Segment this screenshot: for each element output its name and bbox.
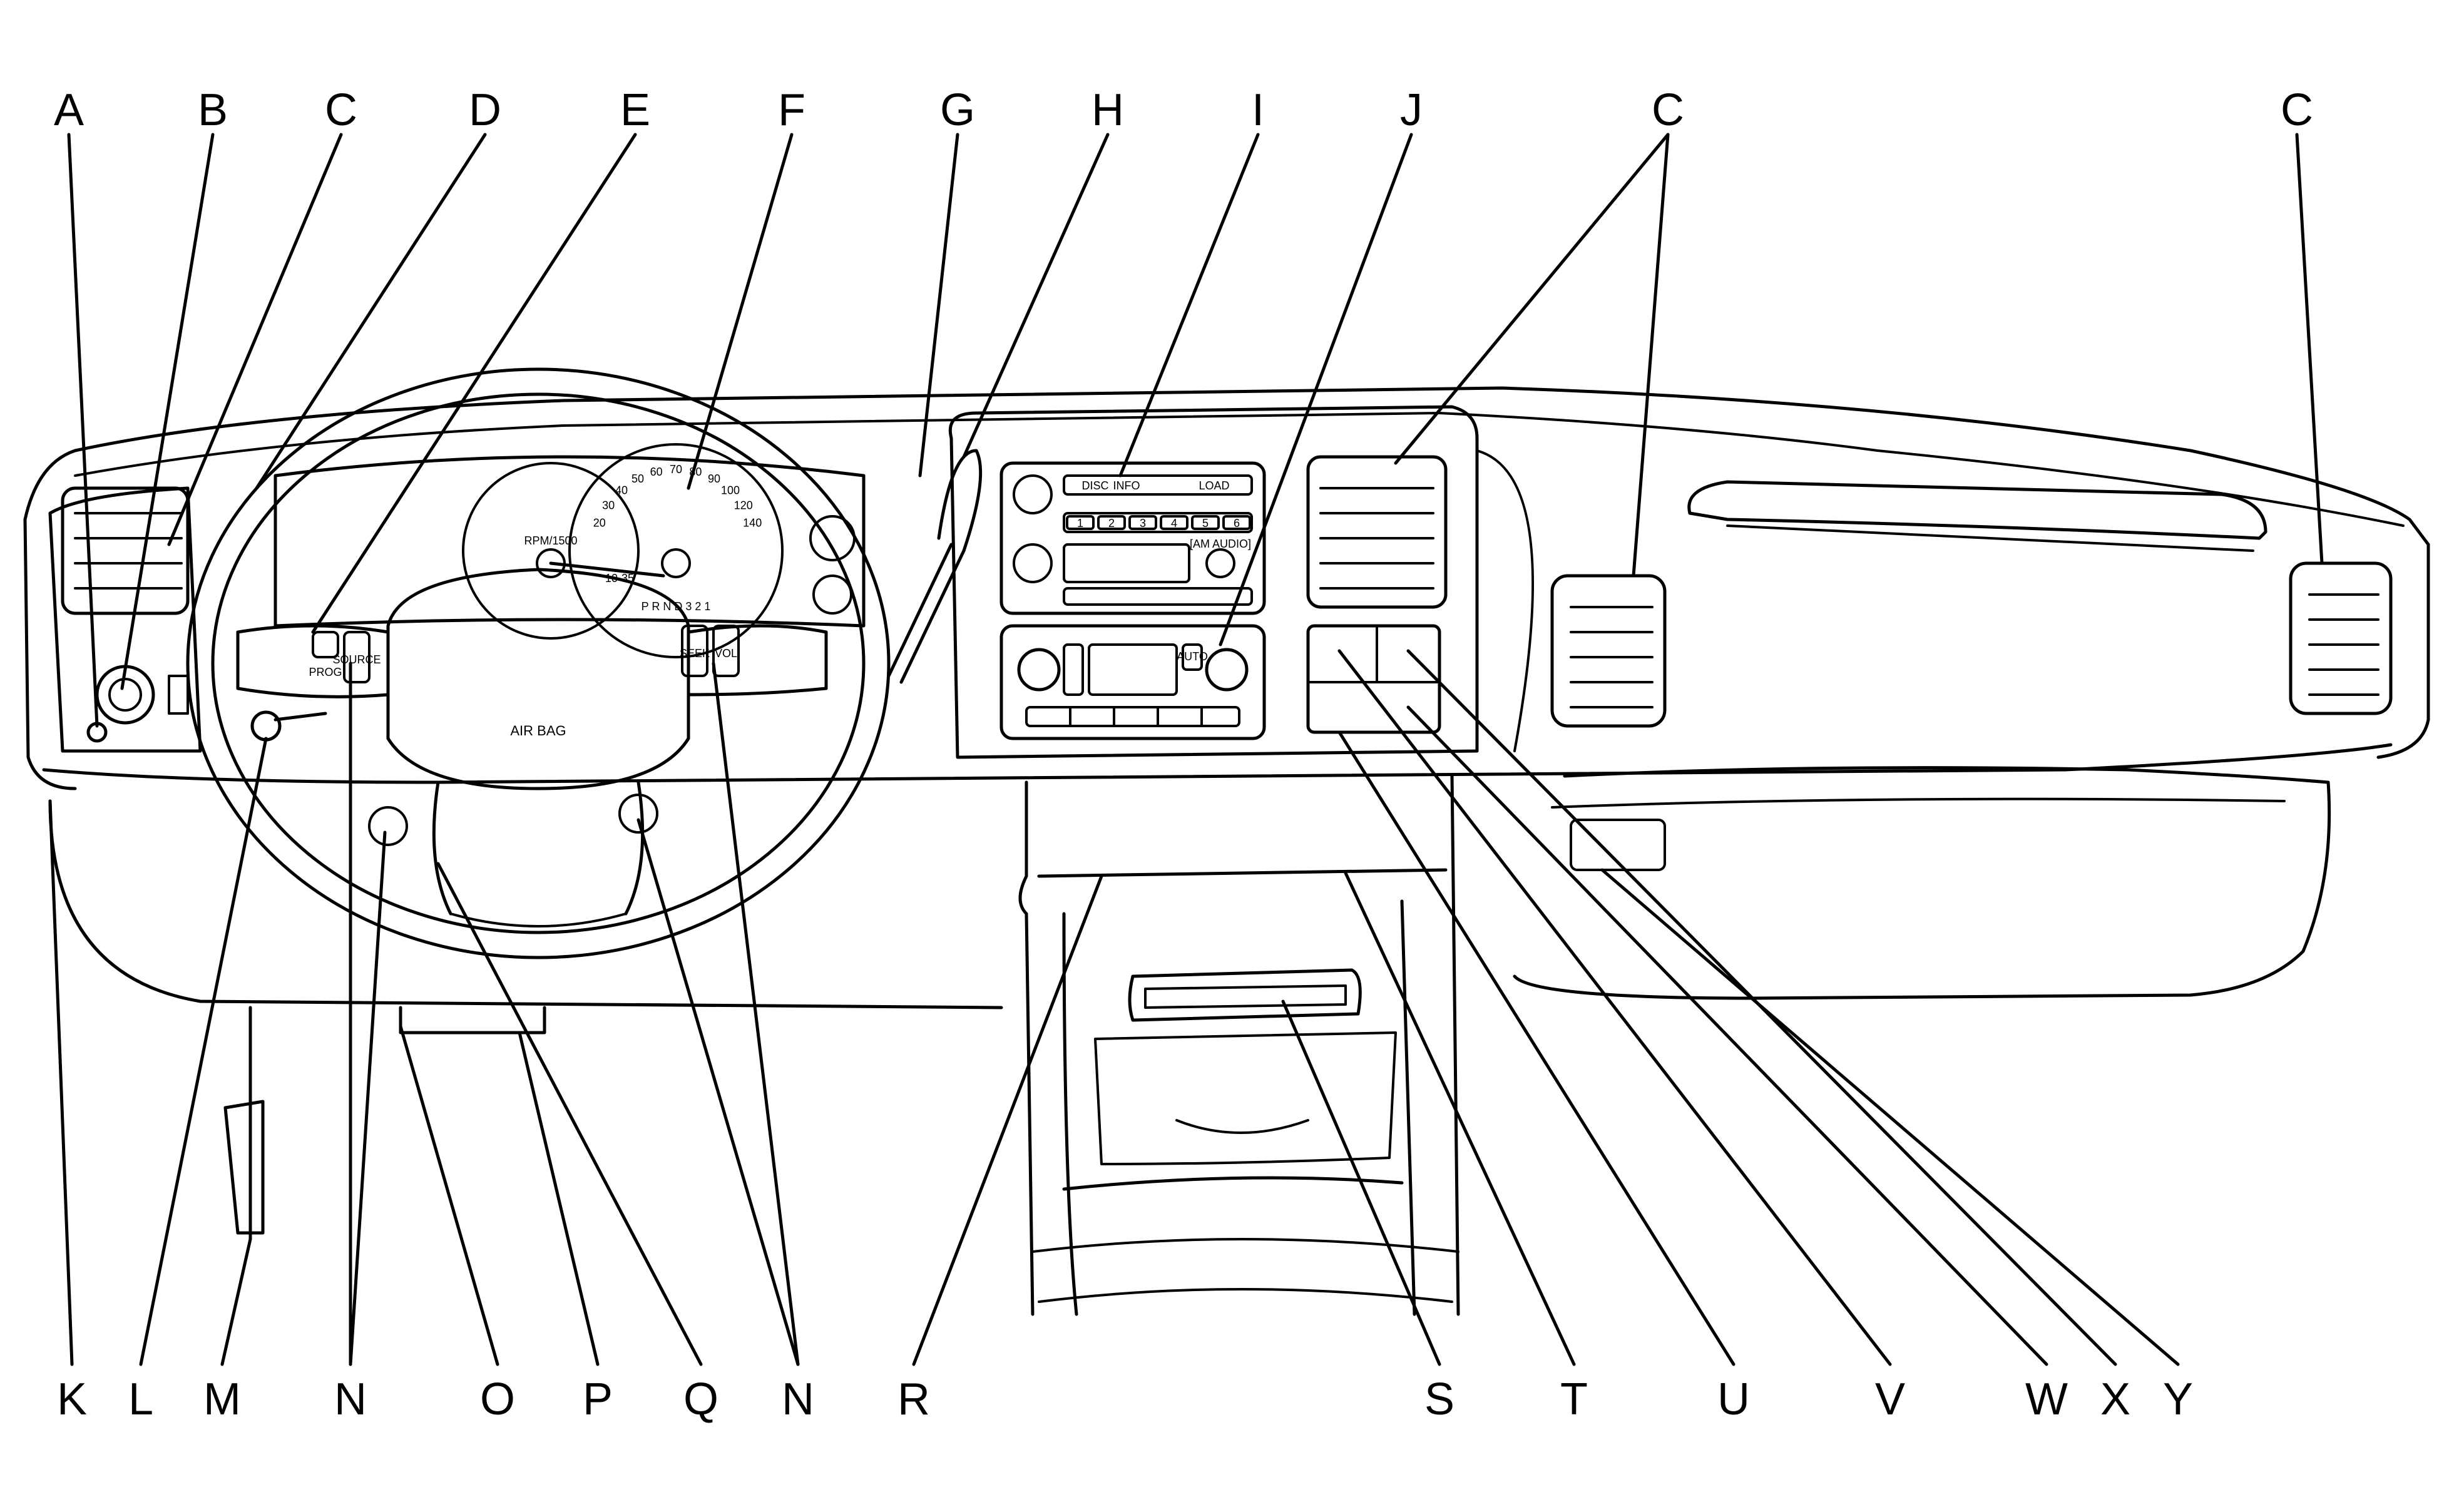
speedometer: [568, 443, 784, 658]
callout-labels: A B C D E F G H I J C C K L M N O P Q N …: [54, 85, 2313, 1424]
radio-preset-button: [1066, 515, 1095, 530]
callout-k: K: [57, 1374, 87, 1424]
callout-c-3: C: [2281, 85, 2313, 135]
radio-preset-button: [1222, 515, 1251, 530]
wheel-control-right-2: [712, 625, 740, 677]
speedo-number: 20: [593, 517, 606, 529]
radio-preset-button: [1128, 515, 1157, 530]
air-vent-center: [1306, 455, 1448, 609]
wheel-button-lower-left: [368, 806, 408, 846]
speedo-number: 140: [743, 517, 762, 529]
callout-o: O: [480, 1374, 515, 1424]
callout-q: Q: [683, 1374, 718, 1424]
callout-g: G: [940, 85, 975, 135]
leader-lines: [48, 133, 2324, 1366]
steering-wheel: AIR BAG PROG SOURCE SEEK VOL: [186, 367, 983, 959]
speedo-number: 100: [721, 484, 740, 496]
wheel-control-right-1: [681, 625, 708, 677]
speedo-number: 30: [602, 499, 615, 511]
radio: 1 2 3 4 5 6 DISC INFO LOAD [AM AUDIO]: [999, 461, 1266, 615]
radio-disc-label: DISC: [1081, 479, 1108, 492]
dashboard-outline: [23, 386, 2430, 1316]
radio-preset-button: [1191, 515, 1220, 530]
radio-tone-label: [AM AUDIO]: [1190, 538, 1251, 550]
callout-h: H: [1091, 85, 1124, 135]
climate-auto-label: AUTO: [1177, 650, 1208, 663]
climate-control: AUTO: [999, 624, 1266, 740]
wheel-label-prog: PROG: [309, 666, 342, 678]
speedo-number: 70: [670, 463, 682, 476]
radio-preset-label: 6: [1234, 517, 1240, 529]
air-vent-right-outer: [2289, 561, 2393, 715]
radio-preset-label: 4: [1171, 517, 1177, 529]
callout-c-1: C: [325, 85, 357, 135]
callout-u: U: [1717, 1374, 1750, 1424]
callout-e: E: [620, 85, 650, 135]
callout-m: M: [203, 1374, 241, 1424]
callout-p: P: [583, 1374, 613, 1424]
headlamp-knob: [86, 665, 189, 743]
airbag-label: AIR BAG: [510, 723, 566, 738]
callout-b: B: [198, 85, 228, 135]
wheel-control-left-2: [343, 631, 371, 683]
callout-n-1: N: [334, 1374, 367, 1424]
callout-c-2: C: [1652, 85, 1684, 135]
callout-j: J: [1400, 85, 1423, 135]
tachometer: [462, 462, 640, 640]
wheel-button-lower-right: [618, 794, 658, 834]
callout-i: I: [1252, 85, 1264, 135]
callout-x: X: [2100, 1374, 2130, 1424]
wheel-label-source: SOURCE: [332, 653, 381, 666]
callout-l: L: [128, 1374, 153, 1424]
callout-s: S: [1424, 1374, 1454, 1424]
accessory-switch-panel: [1306, 624, 1666, 871]
radio-preset-label: 1: [1077, 517, 1083, 529]
callout-r: R: [897, 1374, 930, 1424]
air-vent-left: [61, 486, 190, 615]
callout-t: T: [1560, 1374, 1588, 1424]
callout-f: F: [778, 85, 805, 135]
radio-preset-button: [1160, 515, 1189, 530]
tach-label: RPM/1500: [524, 534, 577, 547]
speedo-number: 120: [734, 499, 753, 511]
radio-preset-button: [1097, 515, 1126, 530]
callout-n-2: N: [782, 1374, 814, 1424]
wheel-control-left-1: [312, 631, 339, 658]
wheel-label-vol: VOL: [715, 647, 737, 660]
callout-d: D: [469, 85, 501, 135]
radio-preset-label: 5: [1202, 517, 1209, 529]
speedo-number: 40: [615, 484, 628, 496]
speedo-number: 90: [708, 473, 720, 485]
radio-load-label: LOAD: [1199, 479, 1229, 492]
radio-info-label: INFO: [1113, 479, 1140, 492]
airbag-hub: [386, 568, 690, 790]
speedo-number: 50: [631, 473, 644, 485]
callout-w: W: [2025, 1374, 2068, 1424]
callout-a: A: [54, 85, 84, 135]
radio-preset-buttons: 1 2 3 4 5 6: [1066, 515, 1251, 530]
air-vent-right-inner: [1550, 574, 1667, 728]
radio-preset-label: 3: [1140, 517, 1146, 529]
speedo-number: 60: [650, 466, 663, 478]
radio-preset-label: 2: [1108, 517, 1115, 529]
wheel-label-seek: SEEK: [680, 647, 710, 660]
callout-y: Y: [2163, 1374, 2193, 1424]
callout-v: V: [1875, 1374, 1905, 1424]
